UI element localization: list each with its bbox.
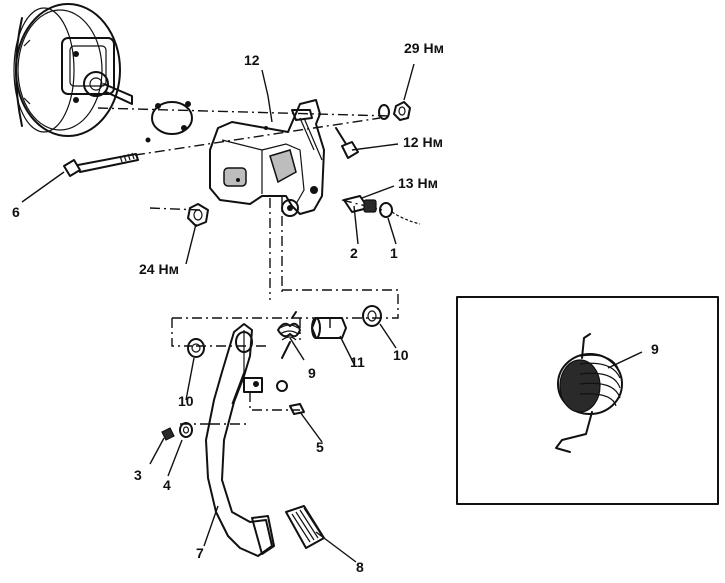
clip-3 — [161, 427, 175, 441]
label-4: 4 — [163, 477, 171, 493]
label-8: 8 — [356, 559, 364, 575]
nut-24nm — [187, 203, 209, 227]
label-13nm: 13 Нм — [398, 175, 438, 191]
label-12nm: 12 Нм — [403, 134, 443, 150]
label-2: 2 — [350, 245, 358, 261]
label-11: 11 — [350, 354, 365, 370]
clevis-pin-5 — [243, 377, 305, 415]
brake-booster — [13, 3, 133, 137]
label-5: 5 — [316, 439, 324, 455]
label-6: 6 — [12, 204, 20, 220]
bushing-10-right — [362, 305, 382, 327]
bolt-12nm — [335, 127, 359, 159]
label-29nm: 29 Нм — [404, 40, 444, 56]
label-24nm: 24 Нм — [139, 261, 179, 277]
pedal-arm-7 — [205, 323, 275, 557]
label-3: 3 — [134, 467, 142, 483]
bushing-10-left — [187, 338, 205, 358]
bushing-11 — [311, 317, 347, 339]
pedal-pad-8 — [285, 505, 325, 549]
label-10-right: 10 — [393, 347, 409, 363]
leader-lines — [21, 63, 643, 563]
booster-gasket — [145, 101, 193, 143]
pedal-bracket — [209, 99, 325, 217]
label-12: 12 — [244, 52, 260, 68]
callout-labels: 12 29 Нм 12 Нм 13 Нм 2 1 24 Нм 6 9 11 10… — [12, 40, 659, 575]
spring-detail-inset — [456, 296, 719, 505]
label-7: 7 — [196, 545, 204, 561]
brake-light-switch — [343, 195, 421, 225]
nut-29nm — [378, 101, 411, 121]
spring-9 — [277, 311, 301, 359]
label-1: 1 — [390, 245, 398, 261]
bolt-6 — [63, 152, 139, 177]
label-9-inset: 9 — [651, 341, 659, 357]
label-10-left: 10 — [178, 393, 194, 409]
label-9: 9 — [308, 365, 316, 381]
washer-4 — [179, 422, 193, 438]
